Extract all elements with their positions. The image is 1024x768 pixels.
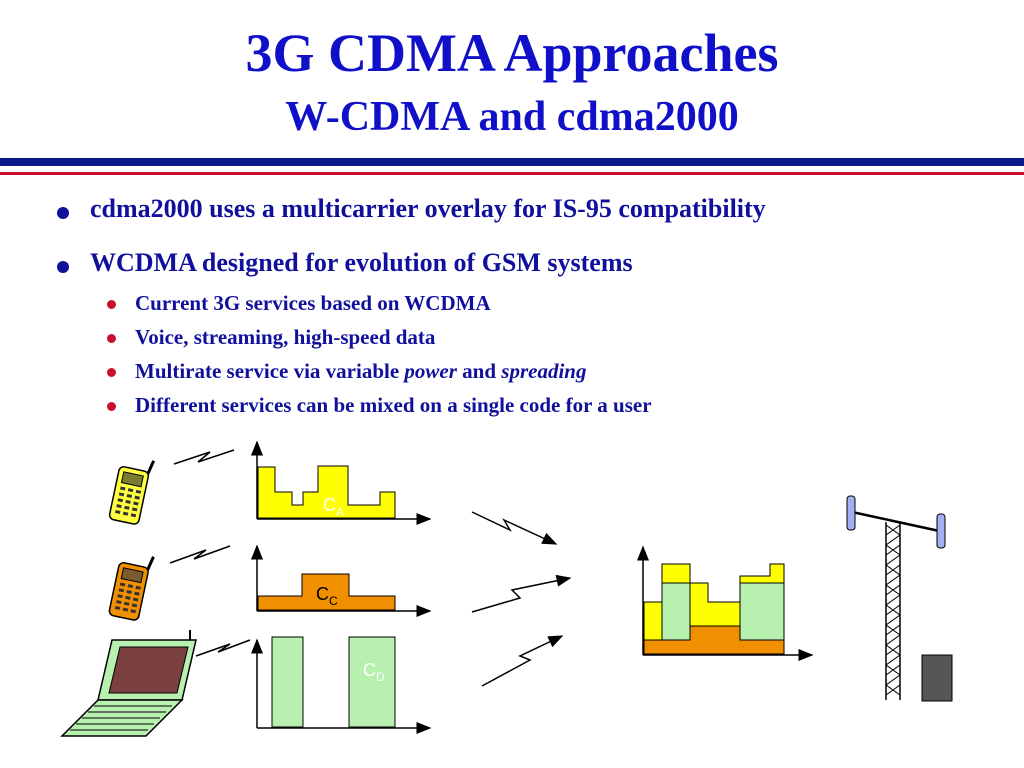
code-label-a: CA	[323, 495, 344, 519]
sub-bullet-text: Current 3G services based on WCDMA	[135, 291, 491, 315]
sub-bullet-dot	[107, 334, 116, 343]
emphasis-spreading: spreading	[501, 359, 587, 383]
bullet-dot	[57, 207, 69, 219]
cell-phone-orange-icon	[108, 556, 155, 621]
sub-bullet-text-part: and	[456, 359, 502, 383]
code-label-c: CC	[316, 584, 338, 608]
emphasis-power: power	[404, 359, 457, 383]
laptop-icon	[60, 630, 197, 737]
transmission-arrow	[481, 635, 564, 687]
sub-bullet-text-part: Multirate service via variable	[135, 359, 405, 383]
sub-bullet-text: Multirate service via variable power and…	[135, 359, 586, 384]
combined-signal-chart	[637, 545, 814, 661]
code-channel-a-chart: CA	[251, 440, 432, 525]
lightning-icon	[169, 545, 231, 564]
divider-blue	[0, 158, 1024, 166]
slide-title: 3G CDMA Approaches	[245, 23, 779, 83]
sub-bullet-dot	[107, 402, 116, 411]
bullet-text: cdma2000 uses a multicarrier overlay for…	[90, 194, 766, 223]
slide-subtitle: W-CDMA and cdma2000	[285, 94, 739, 140]
cell-phone-yellow-icon	[108, 460, 156, 525]
sub-bullet-text: Voice, streaming, high-speed data	[135, 325, 436, 349]
code-label-d: CD	[363, 660, 385, 684]
transmission-arrow	[471, 511, 558, 545]
bullet-text: WCDMA designed for evolution of GSM syst…	[90, 248, 633, 277]
transmission-arrow	[471, 574, 572, 613]
sub-bullet-dot	[107, 300, 116, 309]
code-channel-c-chart: CC	[251, 544, 432, 617]
sub-bullet-dot	[107, 368, 116, 377]
cdma-diagram: CA CC CD	[60, 440, 953, 737]
lightning-icon	[173, 449, 235, 465]
code-channel-d-chart: CD	[251, 636, 432, 734]
cell-tower-icon	[846, 495, 953, 702]
bullet-dot	[57, 261, 69, 273]
sub-bullet-text: Different services can be mixed on a sin…	[135, 393, 652, 417]
lightning-icon	[195, 639, 251, 657]
divider-red	[0, 172, 1024, 175]
